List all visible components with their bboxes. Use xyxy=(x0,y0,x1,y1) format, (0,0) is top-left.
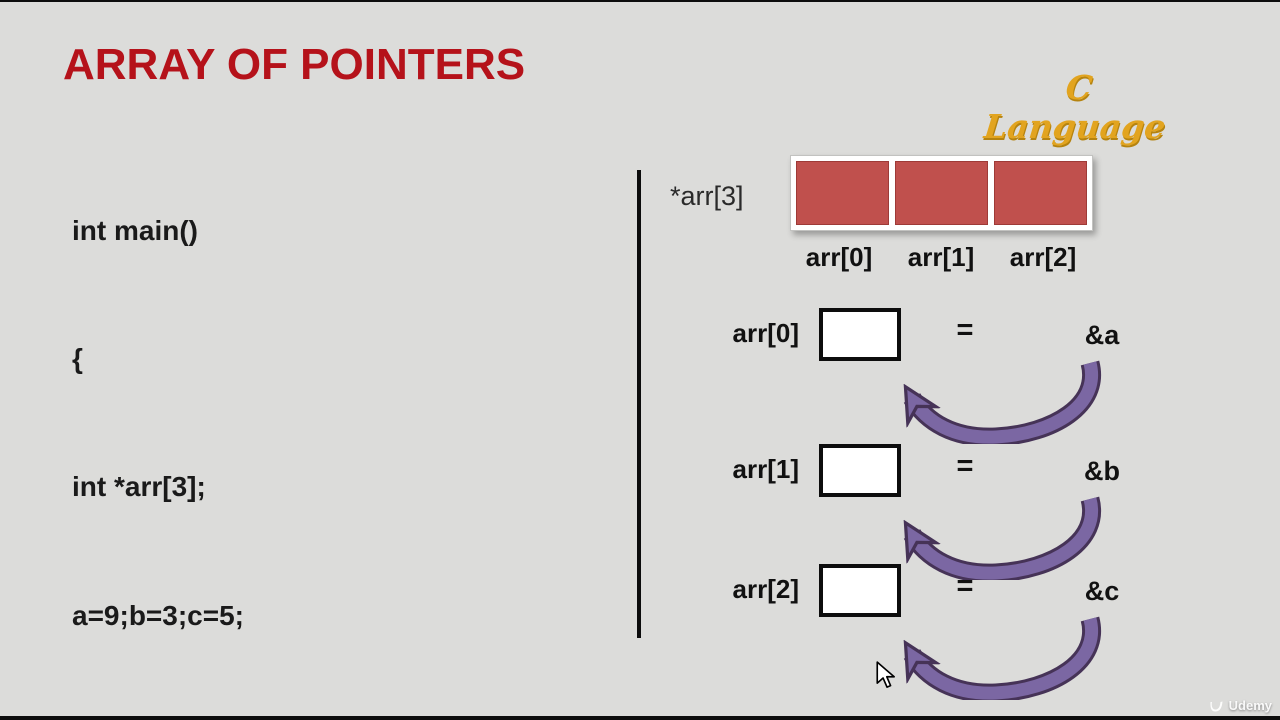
array-cell-label: arr[1] xyxy=(907,242,975,272)
address-value: &a xyxy=(1084,320,1120,350)
code-line: { xyxy=(72,342,83,374)
array-cell-labels: arr[0] arr[1] arr[2] xyxy=(788,242,1094,273)
pointer-array-box xyxy=(790,155,1093,231)
code-line: int main() xyxy=(72,214,198,246)
divider-line xyxy=(637,170,641,638)
code-line: a=9;b=3;c=5; xyxy=(72,599,244,631)
code-block: int main() { int *arr[3]; a=9;b=3;c=5; a… xyxy=(72,124,324,720)
bottom-edge-bar xyxy=(0,716,1280,720)
top-edge-bar xyxy=(0,0,1280,2)
equals-sign: = xyxy=(956,570,974,602)
pointer-row-label: arr[2] xyxy=(732,574,799,604)
array-declaration-label: *arr[3] xyxy=(670,181,744,211)
pointer-value-box xyxy=(819,444,901,497)
equals-sign: = xyxy=(956,314,974,346)
watermark: Udemy xyxy=(1209,698,1272,713)
array-cell xyxy=(796,161,889,225)
address-value: &c xyxy=(1084,576,1120,606)
array-cell-label: arr[2] xyxy=(1009,242,1077,272)
array-cell xyxy=(895,161,988,225)
pointer-value-box xyxy=(819,308,901,361)
udemy-logo-icon xyxy=(1210,701,1223,712)
array-cell xyxy=(994,161,1087,225)
brand-text: C Language xyxy=(982,68,1168,146)
array-cell-label: arr[0] xyxy=(805,242,873,272)
page-title: ARRAY OF POINTERS xyxy=(63,40,526,89)
pointer-row-label: arr[1] xyxy=(732,454,799,484)
pointer-arrow xyxy=(842,360,1102,444)
pointer-arrow xyxy=(842,496,1102,580)
pointer-value-box xyxy=(819,564,901,617)
pointer-arrow xyxy=(842,616,1102,700)
address-value: &b xyxy=(1084,456,1120,486)
code-line: int *arr[3]; xyxy=(72,471,206,503)
mouse-cursor-icon xyxy=(876,661,895,688)
pointer-row-label: arr[0] xyxy=(732,318,799,348)
equals-sign: = xyxy=(956,450,974,482)
watermark-text: Udemy xyxy=(1228,698,1272,713)
